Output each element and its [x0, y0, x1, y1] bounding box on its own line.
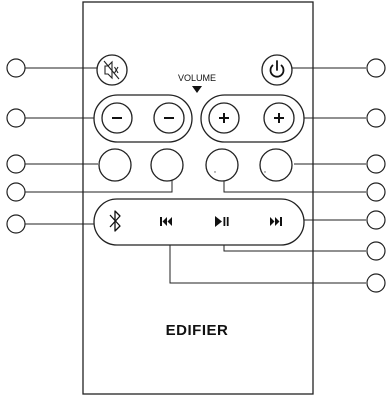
- play-pause-button[interactable]: [210, 210, 240, 234]
- round-button-2[interactable]: [150, 148, 184, 182]
- bluetooth-button[interactable]: [100, 207, 130, 237]
- callout-circle: [366, 241, 386, 261]
- volume-label: VOLUME: [178, 73, 216, 83]
- callout-circle: [366, 182, 386, 202]
- right-callouts: [169, 67, 366, 284]
- volume-arrow-icon: [192, 86, 202, 93]
- plus-icon: [274, 113, 284, 123]
- bluetooth-icon: [109, 210, 121, 232]
- previous-track-icon: [160, 217, 172, 226]
- volume-up-group: [200, 94, 305, 143]
- plus-icon: [219, 113, 229, 123]
- callout-circle: [6, 154, 26, 174]
- volume-down-button-1[interactable]: [101, 102, 133, 134]
- callout-line-previous: [169, 231, 366, 284]
- callout-circle: [6, 214, 26, 234]
- volume-down-group: [93, 94, 193, 143]
- callout-circle: [366, 58, 386, 78]
- power-icon: [269, 60, 285, 78]
- next-track-icon: [270, 217, 282, 226]
- round-button-1[interactable]: [98, 148, 132, 182]
- callout-circle: [6, 58, 26, 78]
- callout-circle: [6, 108, 26, 128]
- callout-circle: [366, 210, 386, 230]
- left-callouts: [25, 67, 173, 225]
- mute-button[interactable]: [96, 54, 128, 86]
- volume-down-button-2[interactable]: [153, 102, 185, 134]
- play-pause-icon: [215, 216, 229, 227]
- callout-line-left-button-2: [25, 180, 173, 193]
- volume-up-button-1[interactable]: [208, 102, 240, 134]
- transport-bar: [93, 198, 305, 246]
- callout-circle: [366, 273, 386, 293]
- round-button-mark: [264, 171, 266, 173]
- round-button-mark: [214, 171, 216, 173]
- callout-circle: [366, 108, 386, 128]
- round-button-4[interactable]: [259, 148, 293, 182]
- brand-logo: EDIFIER: [166, 322, 229, 339]
- callout-line-right-button-2: [223, 180, 366, 193]
- round-button-3[interactable]: [205, 148, 239, 182]
- callout-circle: [6, 182, 26, 202]
- previous-track-button[interactable]: [155, 210, 185, 234]
- next-track-button[interactable]: [265, 210, 295, 234]
- power-button[interactable]: [261, 54, 293, 86]
- mute-icon: [103, 60, 120, 80]
- callout-circle: [366, 154, 386, 174]
- volume-up-button-2[interactable]: [263, 102, 295, 134]
